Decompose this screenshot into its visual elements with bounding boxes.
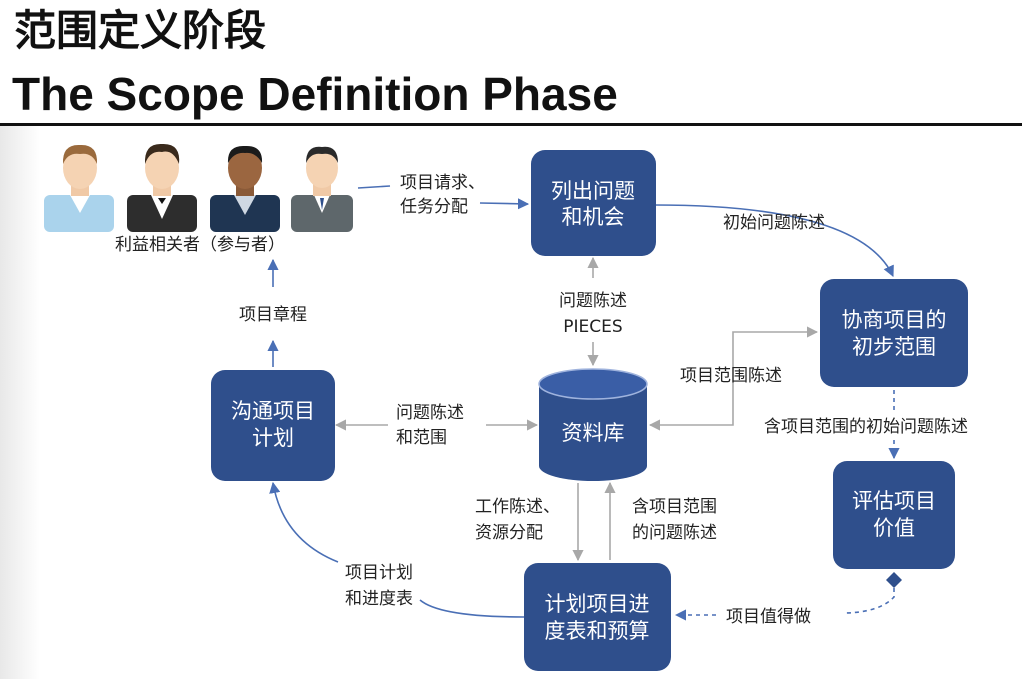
label-work-and-resources: 工作陈述、 资源分配	[475, 497, 560, 543]
svg-text:资源分配: 资源分配	[475, 523, 543, 543]
label-plan-and-schedule: 项目计划 和进度表	[345, 563, 413, 609]
arrow-assess-to-plan-a	[845, 572, 902, 614]
svg-text:计划项目进: 计划项目进	[545, 592, 650, 616]
node-communicate-plan: 沟通项目 计划	[211, 370, 335, 481]
svg-text:列出问题: 列出问题	[551, 179, 635, 203]
svg-text:任务分配: 任务分配	[400, 197, 468, 217]
svg-text:含项目范围: 含项目范围	[632, 497, 717, 517]
arrow-stakeholders-to-list-a	[357, 185, 391, 189]
stakeholder-avatar-4	[291, 146, 353, 232]
svg-text:和范围: 和范围	[396, 428, 447, 448]
arrow-stakeholders-to-list-b	[479, 198, 530, 210]
label-worth-doing: 项目值得做	[726, 607, 811, 627]
node-negotiate-scope: 协商项目的 初步范围	[820, 279, 968, 387]
label-problem-with-scope: 含项目范围 的问题陈述	[632, 497, 717, 543]
page-title-chinese: 范围定义阶段	[14, 6, 267, 55]
svg-text:和进度表: 和进度表	[345, 589, 413, 609]
svg-text:PIECES: PIECES	[563, 317, 622, 337]
node-list-problems: 列出问题 和机会	[531, 150, 656, 256]
svg-text:和机会: 和机会	[562, 205, 625, 229]
left-gradient-band	[0, 126, 40, 679]
svg-text:价值: 价值	[873, 516, 915, 540]
svg-text:度表和预算: 度表和预算	[545, 619, 650, 643]
label-initial-problem-with-scope: 含项目范围的初始问题陈述	[764, 417, 968, 437]
stakeholders-label: 利益相关者（参与者）	[115, 235, 285, 255]
svg-text:问题陈述: 问题陈述	[559, 291, 627, 311]
svg-text:沟通项目: 沟通项目	[231, 399, 315, 423]
svg-text:评估项目: 评估项目	[852, 489, 936, 513]
stakeholder-avatar-1	[44, 144, 114, 232]
svg-text:初步范围: 初步范围	[852, 335, 936, 359]
node-plan-schedule: 计划项目进 度表和预算	[524, 563, 671, 671]
label-scope-statement: 项目范围陈述	[680, 366, 782, 386]
arrow-negotiate-repository	[648, 326, 819, 431]
svg-text:工作陈述、: 工作陈述、	[475, 497, 560, 517]
node-assess-value: 评估项目 价值	[833, 461, 955, 569]
label-problem-and-scope: 问题陈述 和范围	[396, 403, 464, 448]
arrow-plan-to-communicate-a	[419, 599, 525, 618]
svg-text:项目请求、: 项目请求、	[400, 173, 485, 193]
svg-text:协商项目的: 协商项目的	[842, 308, 947, 332]
stakeholder-avatar-3	[210, 145, 280, 232]
svg-text:资料库: 资料库	[562, 421, 625, 445]
arrow-list-to-negotiate	[654, 204, 894, 278]
label-initial-problem-statement: 初始问题陈述	[723, 213, 825, 233]
label-project-request: 项目请求、 任务分配	[400, 173, 485, 217]
stakeholder-avatar-2	[127, 143, 197, 232]
svg-text:问题陈述: 问题陈述	[396, 403, 464, 423]
label-problem-statement-pieces: 问题陈述 PIECES	[559, 291, 627, 337]
label-project-charter: 项目章程	[239, 305, 307, 325]
svg-text:项目计划: 项目计划	[345, 563, 413, 583]
svg-text:的问题陈述: 的问题陈述	[632, 523, 717, 543]
node-repository: 资料库	[538, 368, 648, 481]
svg-text:计划: 计划	[252, 426, 294, 450]
title-divider	[0, 123, 1022, 126]
arrow-plan-to-communicate-b	[269, 481, 339, 563]
page-title-english: The Scope Definition Phase	[12, 68, 618, 120]
